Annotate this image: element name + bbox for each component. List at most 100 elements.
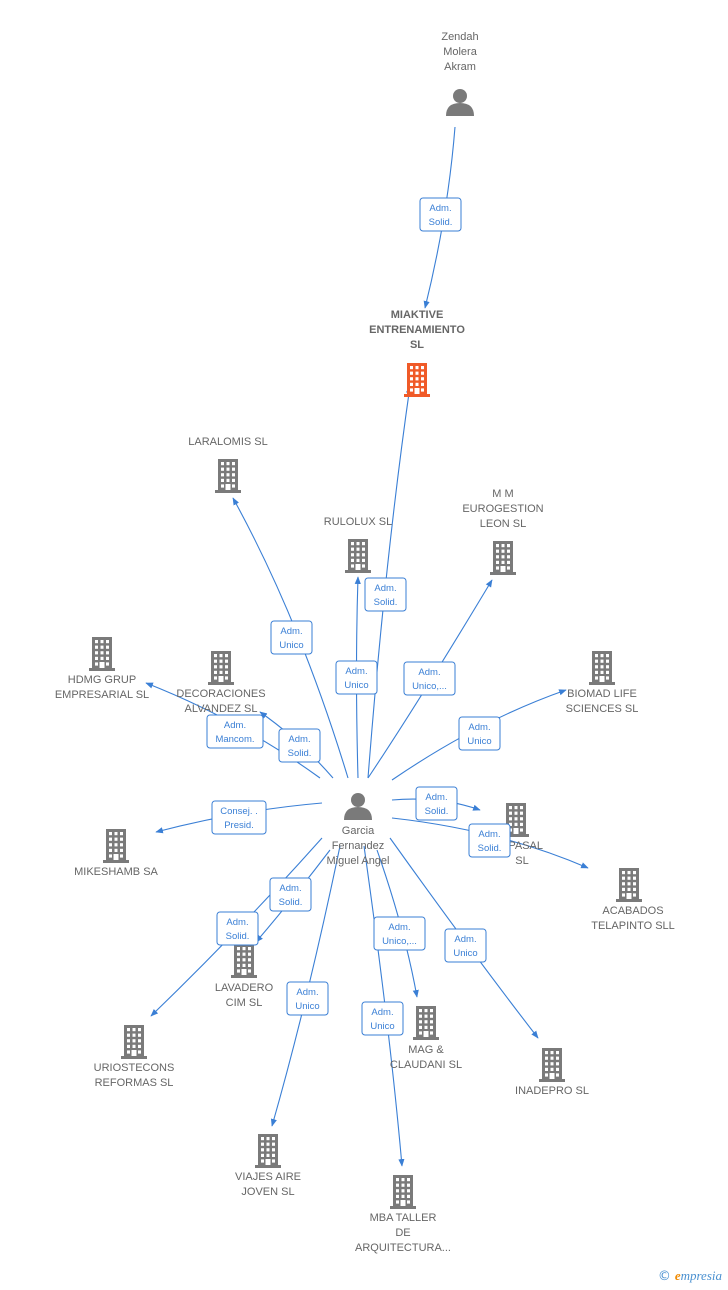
edge-label-miaktive[interactable]: Adm.Solid. <box>364 577 407 612</box>
edge-label-line: Adm. <box>224 720 246 731</box>
edge-label-box <box>269 877 312 912</box>
edge-label-inadepro[interactable]: Adm.Unico <box>444 928 487 963</box>
edge-label-line: Unico,... <box>412 681 447 692</box>
node-label-line: Miguel Angel <box>327 855 390 867</box>
edge-label-laralomis[interactable]: Adm.Unico <box>270 620 313 655</box>
edge-label-mba[interactable]: Adm.Unico <box>361 1001 404 1036</box>
edge-label-line: Adm. <box>429 203 451 214</box>
edge-label-line: Consej. . <box>220 806 258 817</box>
building-icon <box>503 803 529 837</box>
edge-label-acabados[interactable]: Adm. Solid. <box>468 823 511 858</box>
edge-label-miaktive[interactable]: Adm.Solid. <box>419 197 462 232</box>
person-icon <box>446 89 474 116</box>
node-label-line: LEON SL <box>480 518 526 530</box>
node-laralomis[interactable]: LARALOMIS SL <box>188 436 268 493</box>
building-icon <box>255 1134 281 1168</box>
edge-label-line: Solid. <box>478 843 502 854</box>
node-rulolux[interactable]: RULOLUX SL <box>324 516 392 573</box>
node-miaktive[interactable]: MIAKTIVE ENTRENAMIENTO SL <box>369 309 465 397</box>
edge-label-mikeshamb[interactable]: Consej. .Presid. <box>211 800 267 835</box>
node-label-line: ARQUITECTURA... <box>355 1242 451 1254</box>
edge-label-mag[interactable]: Adm.Unico,... <box>373 916 426 951</box>
edge-label-box <box>415 786 458 821</box>
node-label-line: SL <box>515 855 528 867</box>
edge-label-viajes[interactable]: Adm. Unico <box>286 981 329 1016</box>
node-label-line: REFORMAS SL <box>95 1077 174 1089</box>
node-mba[interactable]: MBA TALLERDEARQUITECTURA... <box>355 1175 451 1254</box>
node-label-line: HDMG GRUP <box>68 674 136 686</box>
edge-label-line: Unico <box>295 1001 319 1012</box>
edge-label-box <box>403 661 456 696</box>
edge-label-uriostecons[interactable]: Adm.Solid. <box>216 911 259 946</box>
node-viajes[interactable]: VIAJES AIRE JOVEN SL <box>235 1134 301 1198</box>
node-label-line: LAVADERO <box>215 982 274 994</box>
building-icon <box>539 1048 565 1082</box>
node-label-line: SCIENCES SL <box>566 703 639 715</box>
node-mikeshamb[interactable]: MIKESHAMB SA <box>74 829 159 878</box>
node-label-line: INADEPRO SL <box>515 1085 589 1097</box>
edge-label-box <box>278 728 321 763</box>
edge-label-line: Adm. <box>296 987 318 998</box>
node-label-line: Fernandez <box>332 840 385 852</box>
footer-brand[interactable]: ©empresia <box>658 1268 722 1284</box>
node-label-line: Akram <box>444 61 476 73</box>
edge-label-mm[interactable]: Adm. Unico,... <box>403 661 456 696</box>
edge-label-apasal[interactable]: Adm.Solid. <box>415 786 458 821</box>
node-label-line: SL <box>410 339 424 351</box>
edge-label-lavadero[interactable]: Adm.Solid. <box>269 877 312 912</box>
edge-label-line: Adm. <box>371 1007 393 1018</box>
node-label-line: ENTRENAMIENTO <box>369 324 465 336</box>
node-label-line: LARALOMIS SL <box>188 436 267 448</box>
node-label-line: URIOSTECONS <box>94 1062 175 1074</box>
edge-label-box <box>216 911 259 946</box>
edge-label-box <box>270 620 313 655</box>
edge-label-line: Solid. <box>279 897 303 908</box>
node-uriostecons[interactable]: URIOSTECONS REFORMAS SL <box>94 1025 175 1089</box>
node-label-line: Molera <box>443 46 478 58</box>
node-label-line: ACABADOS <box>602 905 663 917</box>
building-icon <box>215 459 241 493</box>
node-label-line: MIKESHAMB SA <box>74 866 158 878</box>
edge-label-line: Mancom. <box>215 734 254 745</box>
edge-label-box <box>206 714 264 749</box>
edge-label-decoraciones[interactable]: Adm.Solid. <box>278 728 321 763</box>
edge-label-line: Unico <box>467 736 491 747</box>
building-icon <box>121 1025 147 1059</box>
edge-label-line: Unico,... <box>382 936 417 947</box>
edge-label-box <box>419 197 462 232</box>
edge-label-box <box>458 716 501 751</box>
node-label-line: MIAKTIVE <box>391 309 444 321</box>
node-label-line: JOVEN SL <box>241 1186 294 1198</box>
edge-label-line: Unico <box>344 680 368 691</box>
edge-label-biomad[interactable]: Adm.Unico <box>458 716 501 751</box>
edge-label-line: Adm. <box>478 829 500 840</box>
node-label-line: Zendah <box>441 31 478 43</box>
edge-label-line: Adm. <box>280 626 302 637</box>
building-icon <box>404 363 430 397</box>
edge-garcia-to-miaktive <box>367 385 413 779</box>
edge-label-line: Unico <box>453 948 477 959</box>
brand-name: mpresia <box>680 1268 722 1283</box>
copyright-icon: © <box>657 1269 671 1284</box>
building-icon <box>345 539 371 573</box>
edge-label-rulolux[interactable]: Adm.Unico <box>335 660 378 695</box>
node-label-line: ALVANDEZ SL <box>185 703 258 715</box>
person-icon <box>344 793 372 820</box>
node-mag[interactable]: MAG &CLAUDANI SL <box>390 1006 462 1071</box>
edge-label-hdmg[interactable]: Adm. Mancom. <box>206 714 264 749</box>
node-label-line: VIAJES AIRE <box>235 1171 301 1183</box>
edge-label-line: Adm. <box>418 667 440 678</box>
building-icon <box>490 541 516 575</box>
edge-label-line: Adm. <box>226 917 248 928</box>
node-inadepro[interactable]: INADEPRO SL <box>515 1048 589 1097</box>
